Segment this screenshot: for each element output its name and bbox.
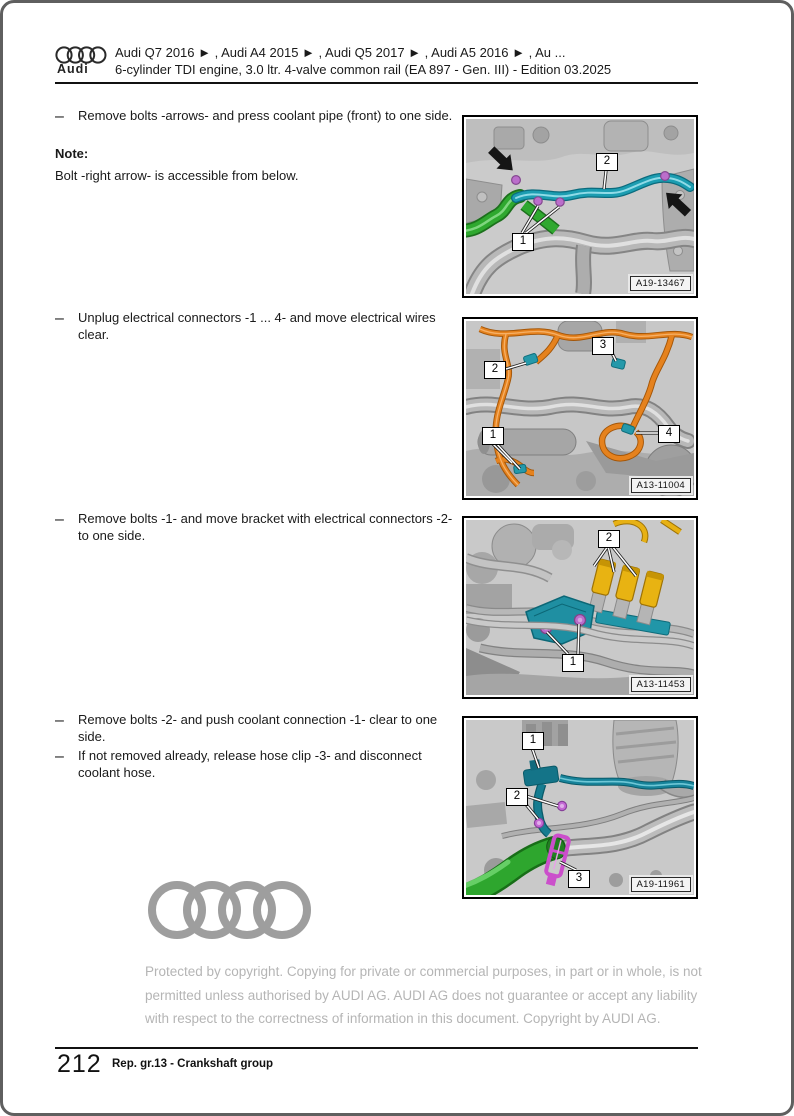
audi-rings-watermark-icon — [148, 881, 311, 939]
callout-1: 1 — [522, 732, 544, 750]
bullet-dash: – — [55, 511, 64, 528]
bolt-heads — [510, 170, 671, 207]
yellow-connectors — [588, 520, 682, 626]
engine-illustration — [466, 119, 694, 294]
callout-3: 3 — [568, 870, 590, 888]
header-models-line: Audi Q7 2016 ► , Audi A4 2015 ► , Audi Q… — [115, 45, 566, 60]
audi-wordmark: Audi — [57, 62, 89, 76]
figure-code-label: A13-11004 — [630, 478, 691, 493]
callout-1: 1 — [512, 233, 534, 251]
callout-4: 4 — [658, 425, 680, 443]
step-release-hose-clip: – If not removed already, release hose c… — [55, 748, 457, 781]
callout-2: 2 — [484, 361, 506, 379]
step-text: Unplug electrical connectors -1 ... 4- a… — [78, 310, 436, 342]
callout-2: 2 — [596, 153, 618, 171]
step-text: Remove bolts -2- and push coolant connec… — [78, 712, 438, 744]
figure-code-label: A19-11961 — [630, 877, 691, 892]
footer-rule — [55, 1047, 698, 1049]
page-number: 212 — [57, 1050, 102, 1078]
step-remove-bolts-arrows: – Remove bolts -arrows- and press coolan… — [55, 108, 457, 125]
leader-lines — [520, 170, 608, 235]
step-coolant-connection: – Remove bolts -2- and push coolant conn… — [55, 712, 457, 745]
bullet-dash: – — [55, 712, 64, 729]
step-text: If not removed already, release hose cli… — [78, 748, 422, 780]
engine-illustration — [466, 720, 694, 895]
leader-lines — [490, 352, 658, 471]
magenta-hose-clip — [544, 833, 571, 887]
step-unplug-connectors: – Unplug electrical connectors -1 ... 4-… — [55, 310, 457, 343]
bullet-dash: – — [55, 108, 64, 125]
figure-bracket-connectors: 1 2 A13-11453 — [462, 516, 698, 699]
figure-coolant-pipe-front: 1 2 A19-13467 — [462, 115, 698, 298]
step-text: Remove bolts -arrows- and press coolant … — [78, 108, 453, 123]
callout-1: 1 — [562, 654, 584, 672]
header-engine-line: 6-cylinder TDI engine, 3.0 ltr. 4-valve … — [115, 62, 612, 77]
callout-2: 2 — [506, 788, 528, 806]
callout-3: 3 — [592, 337, 614, 355]
figure-code-label: A13-11453 — [630, 677, 691, 692]
audi-logo-rings-icon — [55, 46, 107, 64]
step-remove-bracket: – Remove bolts -1- and move bracket with… — [55, 511, 457, 544]
callout-1: 1 — [482, 427, 504, 445]
step-text: Remove bolts -1- and move bracket with e… — [78, 511, 453, 543]
callout-2: 2 — [598, 530, 620, 548]
repair-group-label: Rep. gr.13 - Crankshaft group — [112, 1058, 274, 1070]
figure-coolant-connection: 1 2 3 A19-11961 — [462, 716, 698, 899]
bullet-dash: – — [55, 748, 64, 765]
copyright-line: permitted unless authorised by AUDI AG. … — [145, 987, 698, 1003]
copyright-notice: Protected by copyright. Copying for priv… — [145, 960, 702, 1031]
note-body: Bolt -right arrow- is accessible from be… — [55, 168, 299, 183]
header-rule — [55, 82, 698, 84]
engine-illustration — [466, 520, 694, 695]
note-label: Note: — [55, 146, 89, 161]
copyright-line: Protected by copyright. Copying for priv… — [145, 964, 702, 979]
leader-lines — [545, 545, 638, 656]
copyright-line: with respect to the correctness of infor… — [145, 1011, 661, 1026]
leader-lines — [522, 747, 577, 872]
bullet-dash: – — [55, 310, 64, 327]
bolt-heads — [533, 800, 568, 829]
engine-illustration — [466, 321, 694, 496]
figure-electrical-connectors: 1 2 3 4 A13-11004 — [462, 317, 698, 500]
figure-code-label: A19-13467 — [629, 276, 691, 291]
